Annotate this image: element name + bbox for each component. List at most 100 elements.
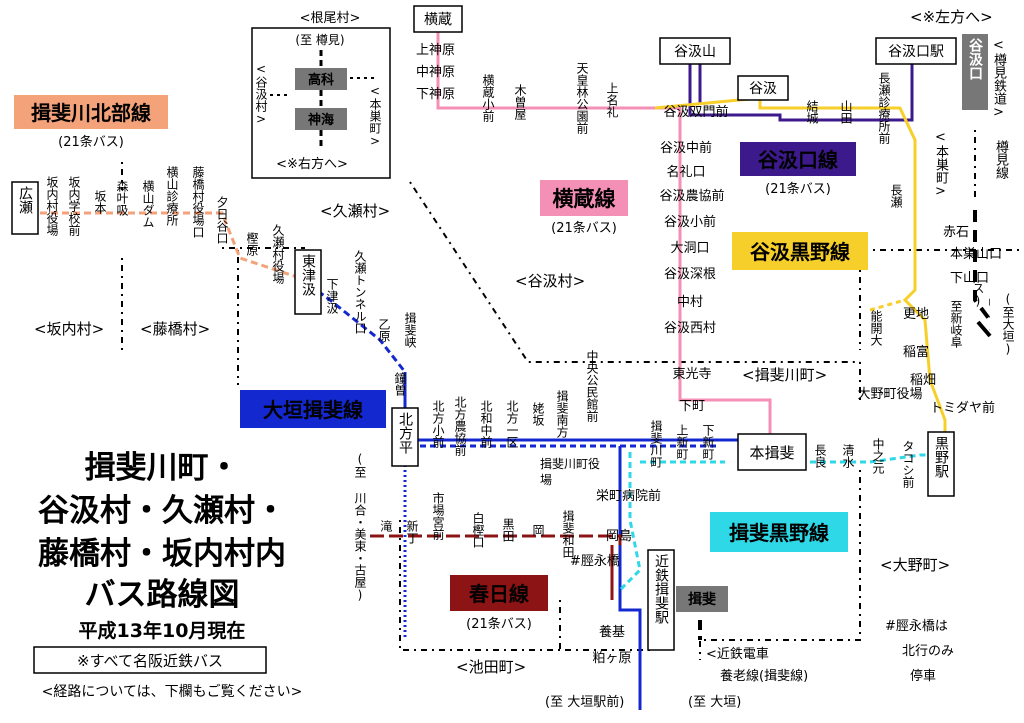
- svg-text:谷汲黒野線: 谷汲黒野線: [750, 240, 850, 264]
- rail-station-tanigumi-label: 谷汲口: [967, 38, 983, 80]
- stop-morikanau: 森叶吸: [115, 180, 129, 216]
- svg-text:下山口: 下山口: [950, 271, 989, 286]
- svg-text:栄町病院前: 栄町病院前: [596, 488, 661, 504]
- line-label-ogaki-ibi: 大垣揖斐線: [240, 390, 386, 428]
- svg-text:<池田町>: <池田町>: [456, 658, 526, 676]
- stop-nagase: 長瀬: [889, 184, 903, 208]
- stop-kurono: 黒野駅: [933, 436, 949, 478]
- svg-text:下町: 下町: [679, 399, 705, 414]
- route-note: <経路については、下欄もご覧ください>: [42, 683, 303, 700]
- stop-shincho: 新丁: [405, 520, 419, 544]
- svg-text:トミダヤ前: トミダヤ前: [930, 400, 995, 416]
- label-tarumi-railway: <樽見鉄道>: [991, 38, 1006, 120]
- stop-yuki: 結城: [805, 100, 819, 124]
- stop-nagase-shinryo: 長瀬診療所前: [877, 72, 891, 144]
- line-label-tanigumi-kurono: 谷汲黒野線: [732, 232, 868, 270]
- map-title: 揖斐川町・ 谷汲村・久瀬村・ 藤橋村・坂内村内 バス路線図 平成13年10月現在: [38, 450, 286, 642]
- svg-text:本揖斐: 本揖斐: [749, 444, 794, 462]
- station-box-yokokura: 横蔵: [413, 5, 463, 33]
- svg-text:<根尾村>: <根尾村>: [300, 11, 361, 26]
- stop-kitagata-sho: 北方小前: [431, 400, 445, 448]
- svg-text:谷汲中前: 谷汲中前: [660, 140, 712, 156]
- rail-line-tarumi: [973, 210, 992, 322]
- svg-text:粕ヶ原: 粕ヶ原: [592, 651, 631, 666]
- route-line-tanigumi-kurono: [654, 96, 947, 440]
- stop-sakamoto: 坂本: [93, 190, 107, 214]
- stop-yuhidani: 夕日谷口: [215, 196, 229, 244]
- svg-text:東光寺: 東光寺: [672, 366, 711, 382]
- inset-left-label: <谷汲村>: [254, 62, 268, 126]
- stop-kaminare: 上名礼: [605, 82, 619, 118]
- stop-shimizu: 清水: [841, 444, 855, 468]
- stop-yokokura-sho: 横蔵小前: [481, 74, 495, 122]
- svg-text:稲富: 稲富: [903, 344, 929, 360]
- svg-text:停車: 停車: [910, 668, 936, 684]
- rail-station-tanigumi: [962, 34, 988, 110]
- stop-ibigawa-cho: 揖斐川町: [649, 420, 663, 468]
- svg-text:(至 大垣): (至 大垣): [688, 695, 741, 710]
- line-label-hokubu: 揖斐川北部線 (21条バス): [14, 95, 168, 150]
- label-to-kawai: (至 川合・美束・古屋): [353, 452, 367, 602]
- stop-shirakashi: 白樫口: [471, 512, 485, 548]
- inset-right-label: <本巣町>: [368, 84, 382, 148]
- svg-text:本巣山口: 本巣山口: [950, 247, 1002, 262]
- svg-text:谷汲深根: 谷汲深根: [664, 267, 716, 282]
- station-box-honibi: 本揖斐: [737, 433, 807, 471]
- svg-text:谷汲口線: 谷汲口線: [758, 148, 838, 172]
- stop-kitagata-nokyo: 北方農協前: [453, 396, 467, 456]
- svg-text:揖斐川町・: 揖斐川町・: [85, 450, 240, 486]
- station-box-kitagatadaira: [391, 407, 419, 467]
- svg-text:バス路線図: バス路線図: [85, 577, 240, 613]
- svg-text:大洞口: 大洞口: [670, 241, 709, 256]
- label-to-ogaki-right: (至大垣): [1001, 292, 1015, 356]
- svg-text:谷汲: 谷汲: [749, 81, 777, 97]
- stops-kamihara-group: 上神原中神原下神原: [416, 43, 456, 102]
- stop-higashi-tsukumi: 東津汲: [300, 254, 316, 296]
- stop-shimo-tsukumi: 下津汲: [325, 278, 339, 314]
- municipality-labels: <坂内村> <藤橋村> <久瀬村> <谷汲村> <揖斐川町> <大野町> <池田…: [34, 8, 993, 676]
- svg-text:谷汲西村: 谷汲西村: [664, 321, 716, 336]
- label-tarumi-sen: 樽見線: [993, 140, 1008, 179]
- stop-ibi-minamigata: 揖斐南方: [555, 390, 569, 438]
- stop-kuse-tunnel: 久瀬トンネル口: [353, 250, 367, 334]
- stop-kuse-yakuba: 久瀬村役場: [271, 224, 285, 284]
- route-line-hokubu: [40, 211, 301, 280]
- stop-kisoya: 木曽屋: [513, 84, 527, 120]
- svg-text:岡島: 岡島: [606, 529, 632, 544]
- svg-text:稲畑: 稲畑: [910, 373, 936, 388]
- label-gifu-bus: (岐阜バス): [971, 282, 990, 332]
- stop-kitagata-ikku: 北方一区: [505, 400, 519, 448]
- stop-kitawa-chu: 北和中前: [479, 400, 493, 448]
- svg-text:春日線: 春日線: [468, 582, 529, 606]
- stop-shimo-shinmachi: 下新町: [701, 424, 715, 460]
- svg-text:<※右方へ>: <※右方へ>: [276, 156, 348, 172]
- svg-text:谷汲村・久瀬村・: 谷汲村・久瀬村・: [38, 493, 286, 529]
- svg-text:大野町役場: 大野町役場: [857, 387, 922, 402]
- stop-sakauchi-gakko: 坂内学校前: [67, 176, 81, 236]
- stop-fujihashi-yakuba: 藤橋村役場口: [191, 166, 205, 238]
- route-line-yokokura: [436, 30, 772, 445]
- stop-ibikyo: 揖斐峡: [403, 312, 417, 348]
- svg-text:更地: 更地: [903, 307, 929, 322]
- route-line-kasuga: [370, 534, 622, 545]
- line-label-kasuga: 春日線 (21条バス): [450, 575, 548, 632]
- station-box-tanigumi: 谷汲: [737, 75, 789, 101]
- stop-oka: 岡: [531, 524, 545, 536]
- stop-hirose: 広瀬: [17, 186, 33, 214]
- route-line-ibi-kurono-2: [618, 452, 642, 592]
- stop-ohara: 乙原: [377, 318, 391, 342]
- svg-text:養基: 養基: [599, 624, 625, 640]
- stop-ibigawa-yakuba: 揖斐川町役場: [540, 457, 600, 487]
- svg-text:谷汲山: 谷汲山: [674, 44, 716, 60]
- station-box-tanigumi-guchi: 谷汲口駅: [875, 37, 957, 65]
- municipal-boundaries: [121, 130, 1020, 660]
- svg-text:<※左方へ>: <※左方へ>: [910, 8, 993, 26]
- svg-text:谷汲農協前: 谷汲農協前: [659, 188, 724, 204]
- vertical-labels: 坂内村役場 坂内学校前 坂本 森叶吸 横山ダム 横山診療所 藤橋村役場口 夕日谷…: [45, 38, 1015, 602]
- route-line-tanigumi-guchi: [688, 62, 914, 122]
- svg-text:(21条バス): (21条バス): [551, 220, 617, 236]
- svg-text:<大野町>: <大野町>: [880, 556, 950, 574]
- stop-ibi-wada: 揖斐和田: [561, 510, 575, 558]
- label-honsu-cho: <本巣町>: [933, 130, 948, 199]
- svg-text:藤橋村・坂内村内: 藤橋村・坂内村内: [38, 536, 286, 572]
